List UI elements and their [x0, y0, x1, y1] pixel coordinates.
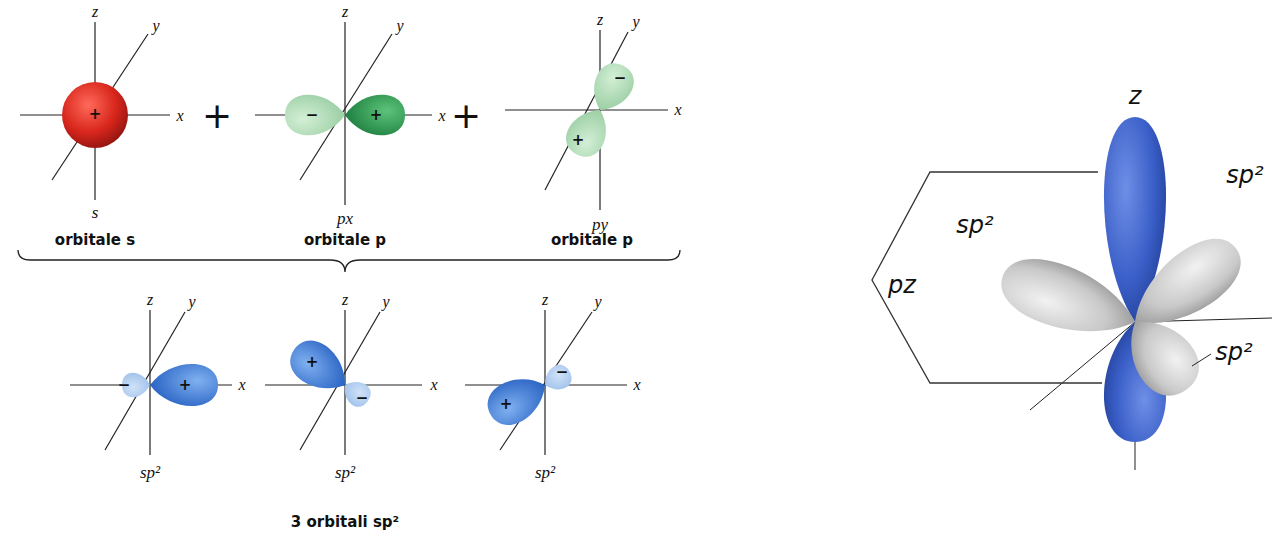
axis-label: y — [594, 294, 601, 310]
orbital-shape — [344, 22, 345, 205]
orbital-name: py — [592, 216, 608, 233]
orbital-caption: orbitale s — [55, 233, 135, 248]
orbital-name: s — [92, 204, 99, 221]
orbital-shape — [545, 32, 628, 190]
orbital-label: sp² — [1226, 163, 1263, 187]
orbital-shape — [345, 95, 405, 136]
orbital-name: sp² — [140, 464, 160, 481]
axis-label: x — [176, 108, 183, 124]
axis-label: z — [92, 4, 98, 20]
phase-sign: + — [370, 108, 383, 123]
phase-sign: − — [306, 108, 319, 123]
figure-caption: 3 orbitali sp² — [291, 515, 399, 530]
axis-label: z — [1129, 84, 1142, 108]
axis-label: y — [152, 18, 159, 34]
orbital-caption: orbitale p — [304, 233, 386, 248]
orbital-shape — [1112, 304, 1211, 408]
axis-label: x — [674, 102, 681, 118]
axis-label: x — [438, 108, 445, 124]
phase-sign: + — [179, 378, 192, 393]
axis-label: x — [633, 377, 640, 393]
orbital-shape — [338, 375, 375, 411]
orbital-shape — [480, 366, 555, 432]
orbital-shape — [872, 172, 1102, 383]
orbital-caption: orbitale p — [551, 233, 633, 248]
phase-sign: − — [356, 391, 369, 406]
axes — [20, 22, 668, 455]
sp2-pz-orbitals — [872, 117, 1272, 470]
s-orbital — [62, 82, 128, 148]
phase-sign: − — [118, 378, 131, 393]
orbital-shape — [993, 247, 1146, 351]
orbital-label: pz — [888, 273, 916, 297]
axis-label: y — [632, 14, 639, 30]
plus-operator: + — [451, 98, 481, 134]
phase-sign: + — [572, 133, 585, 148]
axis-label: z — [597, 12, 603, 28]
orbital-label: sp² — [956, 213, 993, 237]
axis-label: y — [188, 294, 195, 310]
brace — [18, 250, 680, 272]
orbital-shape — [52, 34, 148, 180]
orbital-name: px — [337, 210, 353, 227]
axis-label: z — [542, 292, 548, 308]
phase-sign: − — [556, 365, 569, 380]
axis-label: x — [430, 377, 437, 393]
orbital-shape — [149, 310, 150, 455]
orbital-shape — [1192, 354, 1211, 366]
orbital-shape — [583, 57, 640, 119]
axis-label: x — [238, 377, 245, 393]
phase-sign: + — [89, 107, 102, 122]
axis-label: z — [147, 292, 153, 308]
orbital-name: sp² — [335, 464, 355, 481]
orbital-shape — [150, 364, 218, 406]
axis-label: y — [382, 294, 389, 310]
axis-label: y — [396, 18, 403, 34]
orbital-shape — [560, 101, 617, 163]
orbital-name: sp² — [535, 464, 555, 481]
orbital-label: sp² — [1215, 340, 1252, 364]
orbital-shape — [300, 34, 392, 180]
plus-operator: + — [202, 98, 232, 134]
phase-sign: + — [306, 355, 319, 370]
phase-sign: + — [500, 397, 513, 412]
orbital-shape — [285, 95, 345, 136]
axis-label: z — [342, 4, 348, 20]
phase-sign: − — [614, 71, 627, 86]
axis-label: z — [342, 292, 348, 308]
orbital-shape — [539, 361, 575, 396]
